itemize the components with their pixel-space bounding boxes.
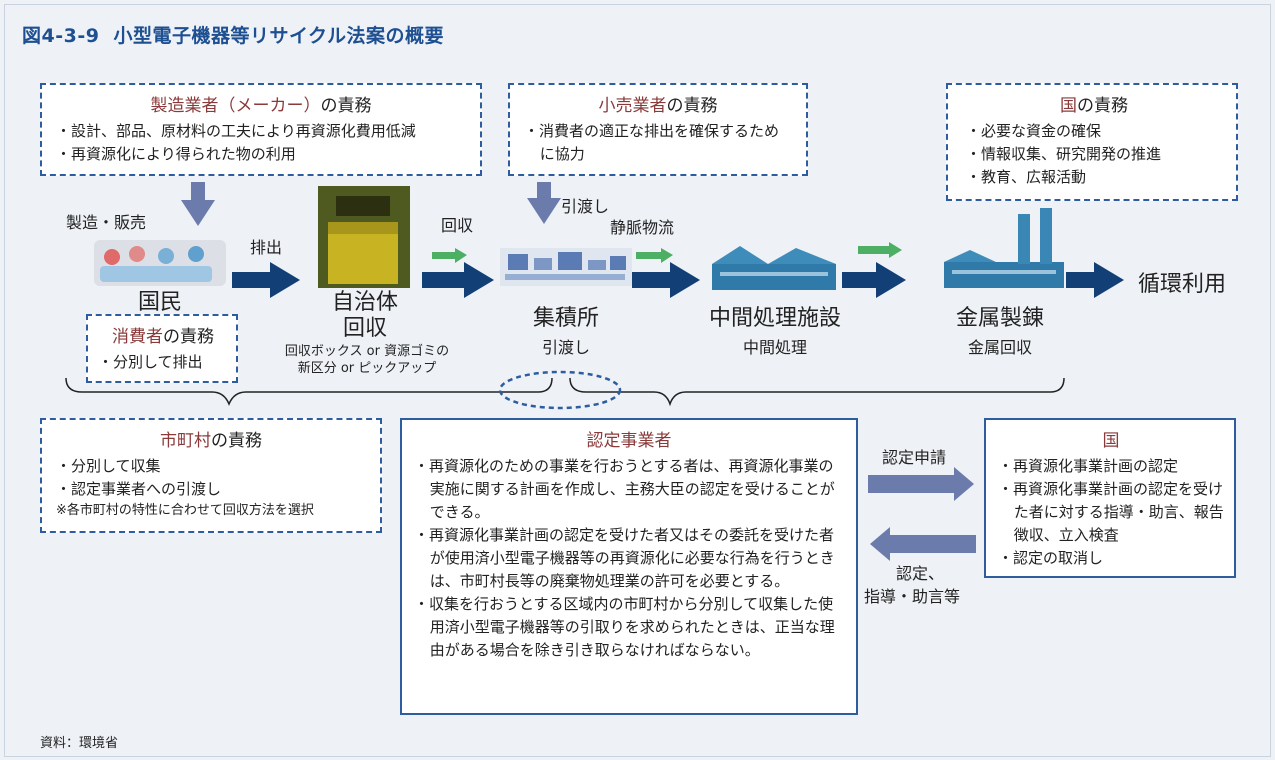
manufacturer-duty-actor: 製造業者（メーカー） [150,96,321,116]
figure-title-text: 小型電子機器等リサイクル法案の概要 [113,25,444,47]
stage-municipality: 自治体 回収 [304,290,426,342]
label-collection: 回収 [441,216,474,235]
stage-collection-point-sub: 引渡し [541,338,590,357]
state-box-item: ・再資源化事業計画の認定を受けた者に対する指導・助言、報告徴収、立入検査 [998,480,1224,544]
municipality-duty-heading: 市町村の責務 [56,426,366,451]
stage-citizens: 国民 [137,290,182,315]
retailer-duty-item: ・消費者の適正な排出を確保するために協力 [524,122,780,163]
state-box-item: ・再資源化事業計画の認定 [998,457,1179,475]
flow-arrow-venous-2 [842,262,906,298]
retailer-duty-box: 小売業者の責務 ・消費者の適正な排出を確保するために協力 [508,83,808,176]
stage-municipality-line2: 回収 [342,316,387,341]
label-discharge: 排出 [250,238,283,257]
municipality-duty-suffix: の責務 [211,431,262,451]
label-certification-line2: 指導・助言等 [864,587,961,606]
figure-number: 図4-3-9 [22,25,100,47]
state-duty-actor: 国 [1060,96,1077,116]
stage-intermediate-sub: 中間処理 [742,338,807,357]
state-duty-suffix: の責務 [1077,96,1128,116]
label-apply-certification: 認定申請 [882,448,947,467]
certified-operator-item: ・再資源化のための事業を行おうとする者は、再資源化事業の実施に関する計画を作成し… [414,457,835,521]
consumer-duty-heading: 消費者の責務 [98,322,228,347]
stage-municipality-detail: 回収ボックス or 資源ゴミの 新区分 or ピックアップ [262,343,472,377]
manufacturer-duty-suffix: の責務 [320,96,372,116]
state-duty-item: ・情報収集、研究開発の推進 [966,145,1162,163]
certified-operator-heading: 認定事業者 [586,431,672,451]
brace-municipality [65,377,553,406]
down-arrow-manufacturer [181,182,215,226]
stage-intermediate-facility: 中間処理施設 [708,306,841,331]
manufacturer-duty-item: ・設計、部品、原材料の工夫により再資源化費用低減 [56,122,416,140]
stage-smelting-sub: 金属回収 [967,338,1032,357]
stage-municipality-line1: 自治体 [331,290,398,315]
collection-box-illustration [318,186,410,288]
consumer-duty-box: 消費者の責務 ・分別して排出 [86,314,238,383]
green-arrow-2 [636,248,673,263]
state-duty-item: ・教育、広報活動 [966,168,1087,186]
municipality-duty-box: 市町村の責務 ・分別して収集 ・認定事業者への引渡し ※各市町村の特性に合わせて… [40,418,382,533]
citizens-illustration [94,240,226,286]
stage-municipality-detail-line1: 回収ボックス or 資源ゴミの [284,344,450,359]
label-recycle-use: 循環利用 [1138,272,1227,297]
municipality-duty-item: ・認定事業者への引渡し [56,480,222,498]
stage-collection-point: 集積所 [532,306,599,331]
municipality-duty-item: ・分別して収集 [56,457,161,475]
retailer-duty-actor: 小売業者 [598,96,667,116]
collection-point-illustration [500,248,632,286]
label-venous-logistics: 静脈物流 [610,218,675,237]
state-duty-item: ・必要な資金の確保 [966,122,1102,140]
municipality-duty-note: ※各市町村の特性に合わせて回収方法を選択 [56,503,314,518]
consumer-duty-actor: 消費者 [112,327,163,347]
green-arrow-1 [432,248,467,263]
manufacturer-duty-item: ・再資源化により得られた物の利用 [56,145,296,163]
brace-certified-operator [569,377,1065,407]
dotted-ellipse [498,370,622,410]
arrow-certification-guidance [870,527,976,561]
certified-operator-box: 認定事業者 ・再資源化のための事業を行おうとする者は、再資源化事業の実施に関する… [400,418,858,715]
consumer-duty-item: ・分別して排出 [98,353,203,371]
stage-smelting: 金属製錬 [955,306,1044,331]
label-certification-line1: 認定、 [896,564,945,583]
intermediate-facility-illustration [712,246,836,290]
figure-source: 資料：環境省 [40,736,119,751]
certified-operator-item: ・収集を行おうとする区域内の市町村から分別して収集した使用済小型電子機器等の引取… [414,595,835,659]
state-box-heading: 国 [1102,431,1120,451]
label-manufacture-sale: 製造・販売 [66,213,147,232]
flow-arrow-discharge [232,262,300,298]
down-arrow-retailer [527,182,561,224]
state-duty-box: 国の責務 ・必要な資金の確保 ・情報収集、研究開発の推進 ・教育、広報活動 [946,83,1238,201]
flow-arrow-collection [422,262,494,298]
flow-arrow-recycle [1066,262,1124,298]
manufacturer-duty-box: 製造業者（メーカー）の責務 ・設計、部品、原材料の工夫により再資源化費用低減 ・… [40,83,482,176]
smelting-illustration [944,208,1064,288]
state-box: 国 ・再資源化事業計画の認定 ・再資源化事業計画の認定を受けた者に対する指導・助… [984,418,1236,578]
retailer-duty-heading: 小売業者の責務 [524,91,792,116]
flow-arrow-venous-1 [632,262,700,298]
state-duty-heading: 国の責務 [966,91,1222,116]
stage-municipality-detail-line2: 新区分 or ピックアップ [297,361,437,376]
retailer-duty-suffix: の責務 [666,96,718,116]
arrow-apply-certification [868,467,974,501]
manufacturer-duty-heading: 製造業者（メーカー）の責務 [56,91,466,116]
consumer-duty-suffix: の責務 [163,327,214,347]
certified-operator-item: ・再資源化事業計画の認定を受けた者又はその委託を受けた者が使用済小型電子機器等の… [414,526,835,590]
state-box-item: ・認定の取消し [998,549,1104,567]
label-handover: 引渡し [561,197,610,216]
municipality-duty-actor: 市町村 [160,431,211,451]
green-arrow-3 [858,242,902,258]
figure-title: 図4-3-9 小型電子機器等リサイクル法案の概要 [22,21,444,48]
